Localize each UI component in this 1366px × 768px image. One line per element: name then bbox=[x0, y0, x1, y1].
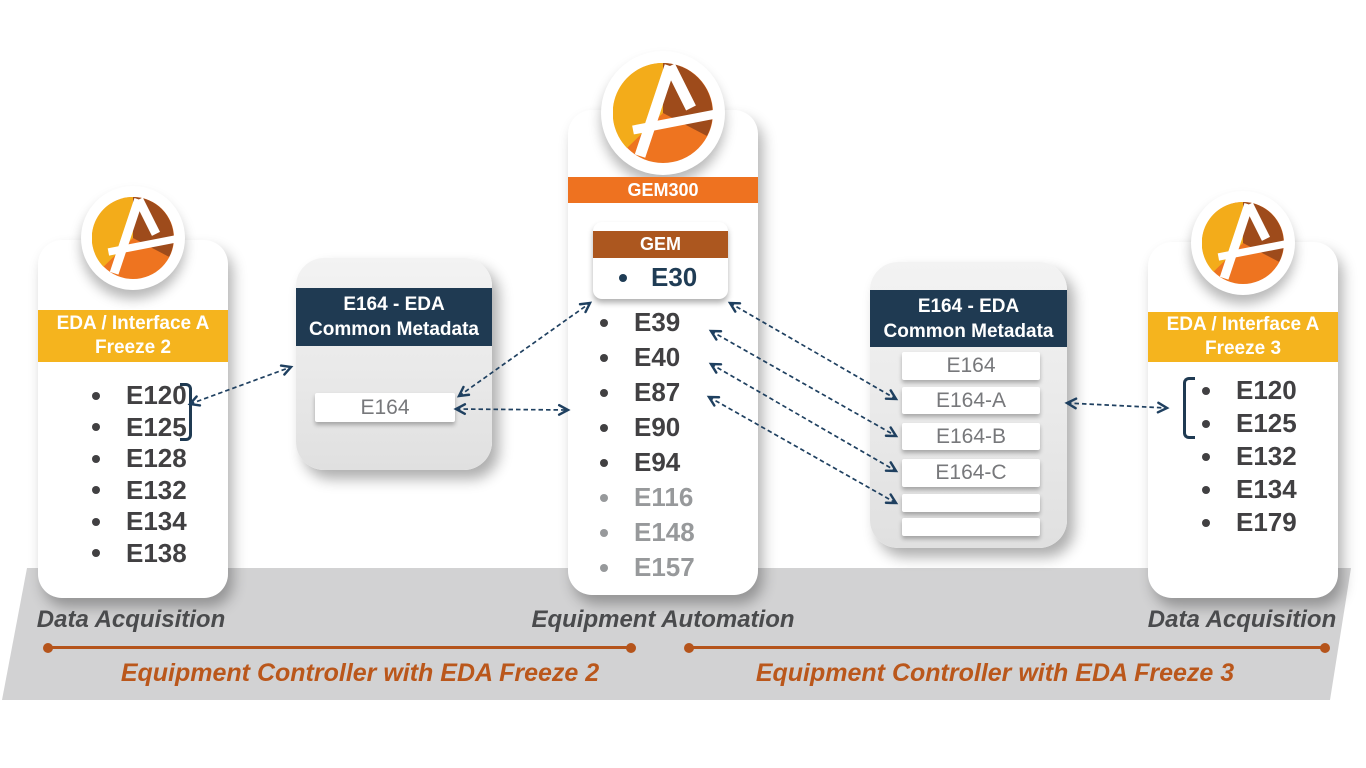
standard-label: E164-C bbox=[935, 461, 1007, 484]
list-item: E120 bbox=[1148, 374, 1338, 407]
standard-label: E134 bbox=[126, 506, 187, 537]
floor-label-left: Data Acquisition bbox=[36, 606, 226, 633]
list-item: E134 bbox=[1148, 473, 1338, 506]
header-line: Common Metadata bbox=[883, 320, 1054, 342]
metadata-box: E164 bbox=[902, 352, 1040, 380]
standard-label: E132 bbox=[126, 474, 187, 505]
list-item-inactive: E148 bbox=[568, 515, 758, 550]
floor-label-right: Data Acquisition bbox=[1147, 606, 1337, 633]
standard-label: E138 bbox=[126, 537, 187, 568]
panel-header: E164 - EDA Common Metadata bbox=[870, 290, 1067, 347]
caption-freeze3: Equipment Controller with EDA Freeze 3 bbox=[755, 659, 1235, 687]
panel-header: EDA / Interface A Freeze 2 bbox=[38, 310, 228, 362]
header-line: GEM300 bbox=[627, 180, 699, 200]
list-item: E125 bbox=[1148, 407, 1338, 440]
standard-label: E94 bbox=[634, 447, 681, 477]
freeze2-scope-line bbox=[43, 642, 636, 653]
panel-e164-metadata-right: E164 - EDA Common Metadata E164 E164-A E… bbox=[870, 262, 1067, 548]
list-item: E90 bbox=[568, 410, 758, 445]
standard-label: E164-A bbox=[935, 388, 1007, 412]
standard-label: E120 bbox=[1236, 375, 1297, 405]
header-line: Freeze 2 bbox=[94, 337, 172, 358]
standards-list: E120 E125 E128 E132 E134 E138 bbox=[38, 380, 228, 569]
standard-label: E179 bbox=[1236, 507, 1297, 537]
standard-label: E125 bbox=[126, 411, 187, 442]
standards-list: E120 E125 E132 E134 E179 bbox=[1148, 374, 1338, 539]
header-line: Freeze 3 bbox=[1204, 338, 1282, 359]
standard-label: E128 bbox=[126, 443, 187, 474]
brand-logo-icon bbox=[1191, 191, 1295, 295]
panel-e164-metadata-left: E164 - EDA Common Metadata E164 bbox=[296, 258, 492, 470]
panel-header: EDA / Interface A Freeze 3 bbox=[1148, 312, 1338, 362]
list-item: E39 bbox=[568, 305, 758, 340]
standard-label: E164 bbox=[360, 395, 410, 419]
standard-label: E116 bbox=[634, 482, 694, 512]
standard-label: E120 bbox=[126, 380, 187, 411]
metadata-box: E164-A bbox=[902, 387, 1040, 414]
header-line: Common Metadata bbox=[309, 319, 479, 340]
standard-label: E125 bbox=[1236, 408, 1297, 438]
list-item: E94 bbox=[568, 445, 758, 480]
list-item: E132 bbox=[1148, 440, 1338, 473]
standard-label: E134 bbox=[1236, 474, 1297, 504]
list-item: E134 bbox=[38, 506, 228, 538]
standards-list: E39 E40 E87 E90 E94 E116 E148 E157 bbox=[568, 305, 758, 585]
panel-eda-freeze3: EDA / Interface A Freeze 3 E120 E125 E13… bbox=[1148, 191, 1338, 598]
list-item: E125 bbox=[38, 412, 228, 444]
header-line: EDA / Interface A bbox=[56, 313, 210, 334]
header-line: EDA / Interface A bbox=[1166, 314, 1320, 335]
list-item: E120 bbox=[38, 380, 228, 412]
group-bracket bbox=[180, 383, 192, 441]
metadata-box-empty bbox=[902, 494, 1040, 512]
panel-eda-freeze2: EDA / Interface A Freeze 2 E120 E125 E12… bbox=[38, 186, 228, 598]
caption-freeze2: Equipment Controller with EDA Freeze 2 bbox=[120, 659, 600, 687]
standard-label: E30 bbox=[651, 262, 698, 292]
floor-label-center: Equipment Automation bbox=[531, 606, 795, 633]
standard-label: E148 bbox=[634, 517, 695, 547]
gem-subpanel: GEM E30 bbox=[593, 222, 728, 299]
list-item: E138 bbox=[38, 538, 228, 570]
metadata-box: E164 bbox=[315, 393, 455, 422]
standard-label: E164 bbox=[946, 354, 996, 377]
panel-header: GEM300 bbox=[568, 177, 758, 203]
list-item: E87 bbox=[568, 375, 758, 410]
brand-logo-icon bbox=[601, 51, 725, 175]
list-item: E132 bbox=[38, 475, 228, 507]
standard-label: E90 bbox=[634, 412, 681, 442]
gem-header: GEM bbox=[593, 231, 728, 258]
standard-label: E157 bbox=[634, 552, 695, 582]
metadata-box: E164-B bbox=[902, 423, 1040, 450]
list-item: E40 bbox=[568, 340, 758, 375]
list-item: E30 bbox=[593, 258, 728, 297]
standard-label: E39 bbox=[634, 307, 681, 337]
panel-gem300: GEM300 GEM E30 E39 E40 E87 E90 E94 E116 … bbox=[568, 51, 758, 595]
list-item-inactive: E157 bbox=[568, 550, 758, 585]
panel-header: E164 - EDA Common Metadata bbox=[296, 288, 492, 346]
standard-label: E40 bbox=[634, 342, 681, 372]
brand-logo-icon bbox=[81, 186, 185, 290]
group-bracket bbox=[1183, 377, 1195, 439]
list-item: E179 bbox=[1148, 506, 1338, 539]
metadata-box: E164-C bbox=[902, 459, 1040, 487]
metadata-box-empty bbox=[902, 518, 1040, 536]
list-item-inactive: E116 bbox=[568, 480, 758, 515]
freeze3-scope-line bbox=[684, 642, 1330, 653]
header-line: E164 - EDA bbox=[917, 295, 1020, 317]
standard-label: E132 bbox=[1236, 441, 1297, 471]
standard-label: E164-B bbox=[935, 424, 1007, 448]
header-line: E164 - EDA bbox=[343, 294, 445, 315]
standard-label: E87 bbox=[634, 377, 681, 407]
list-item: E128 bbox=[38, 443, 228, 475]
